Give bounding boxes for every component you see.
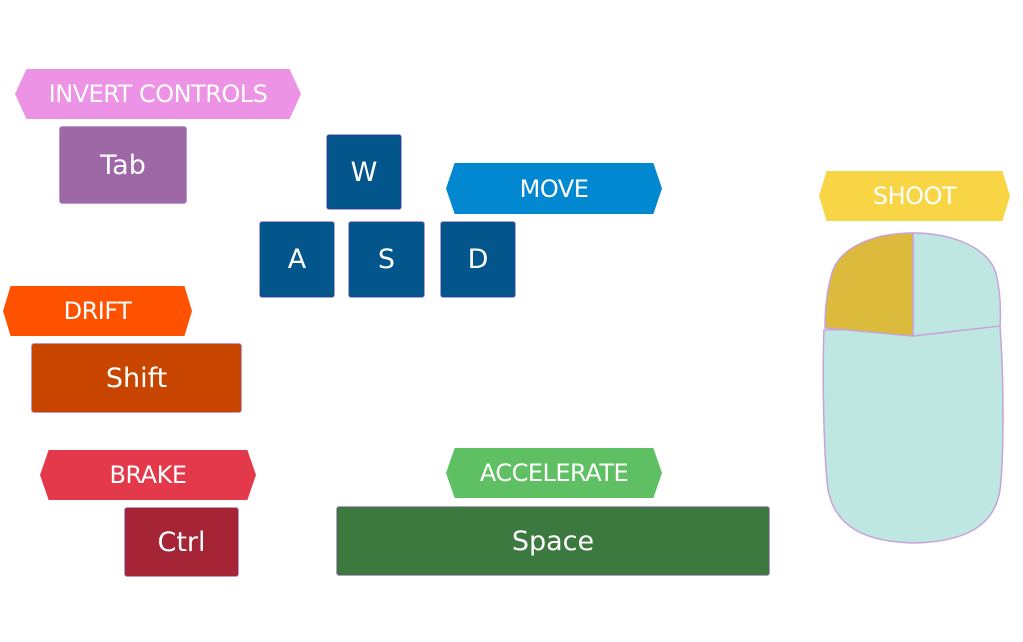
ctrl-key[interactable]: Ctrl — [124, 507, 239, 577]
w-key[interactable]: W — [326, 134, 402, 210]
invert-controls-label-text: INVERT CONTROLS — [48, 80, 268, 108]
tab-key-text: Tab — [100, 149, 146, 181]
brake-label-text: BRAKE — [109, 461, 188, 489]
shoot-label-text: SHOOT — [872, 182, 957, 210]
s-key-text: S — [377, 244, 396, 275]
a-key-text: A — [287, 244, 307, 275]
shift-key[interactable]: Shift — [31, 343, 242, 413]
move-label-text: MOVE — [519, 174, 589, 203]
mouse-right-button[interactable] — [912, 232, 1002, 337]
drift-label-text: DRIFT — [63, 297, 132, 325]
mouse-body — [822, 325, 1004, 544]
brake-label: BRAKE — [40, 450, 256, 500]
drift-label: DRIFT — [3, 286, 192, 336]
a-key[interactable]: A — [259, 221, 335, 298]
mouse-icon — [822, 232, 1004, 544]
d-key-text: D — [467, 244, 489, 275]
move-label: MOVE — [446, 163, 662, 214]
shoot-label: SHOOT — [819, 171, 1010, 221]
mouse-left-button[interactable] — [824, 232, 914, 337]
s-key[interactable]: S — [348, 221, 425, 298]
ctrl-key-text: Ctrl — [157, 526, 206, 558]
d-key[interactable]: D — [440, 221, 516, 298]
invert-controls-label: INVERT CONTROLS — [15, 69, 301, 119]
shift-key-text: Shift — [105, 362, 168, 394]
accelerate-label-text: ACCELERATE — [479, 459, 629, 487]
w-key-text: W — [350, 156, 378, 188]
space-key[interactable]: Space — [336, 506, 770, 576]
tab-key[interactable]: Tab — [59, 126, 187, 204]
accelerate-label: ACCELERATE — [446, 448, 662, 498]
space-key-text: Space — [511, 525, 595, 557]
